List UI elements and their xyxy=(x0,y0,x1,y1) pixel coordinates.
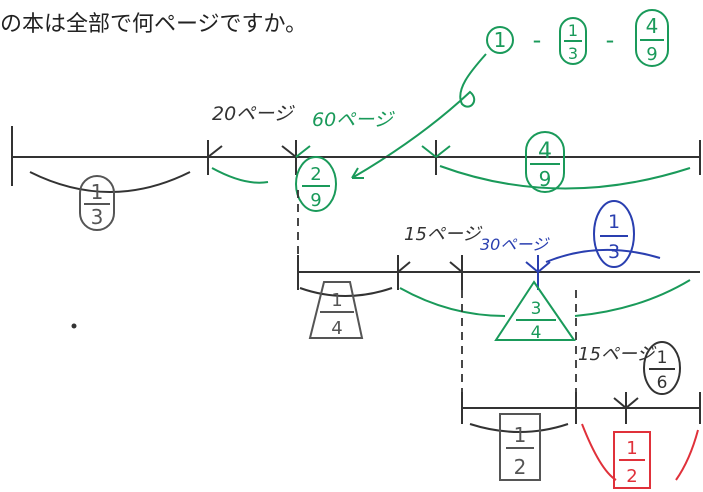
svg-text:1: 1 xyxy=(657,348,668,368)
svg-text:2: 2 xyxy=(514,455,527,479)
svg-text:1: 1 xyxy=(514,423,527,447)
label-20-pages: 20ページ xyxy=(212,103,295,125)
arrow-formula-to-fraction xyxy=(351,53,487,179)
svg-text:6: 6 xyxy=(657,373,668,393)
formula-minus-1: - xyxy=(533,26,542,54)
svg-text:3: 3 xyxy=(91,205,104,229)
label-15-pages-a: 15ページ xyxy=(404,224,483,245)
label-30-pages: 30ページ xyxy=(480,235,550,254)
formula-f2-den: 9 xyxy=(646,44,657,65)
label-60-pages: 60ページ xyxy=(312,109,395,131)
formula-one: 1 xyxy=(494,28,507,52)
fraction-row3-b: 1 2 xyxy=(613,431,651,489)
fraction-row1-c: 4 9 xyxy=(525,131,565,193)
fraction-row2-b: 3 4 xyxy=(494,280,576,343)
svg-text:4: 4 xyxy=(331,318,342,339)
formula: 1 - 1 3 - 4 9 xyxy=(486,9,669,67)
svg-text:2: 2 xyxy=(626,466,637,487)
svg-text:2: 2 xyxy=(310,164,321,185)
tape-row-1 xyxy=(11,126,701,186)
formula-minus-2: - xyxy=(606,26,615,54)
formula-f1-num: 1 xyxy=(568,21,578,40)
fraction-row2-c: 1 3 xyxy=(593,200,635,268)
fraction-row3-a: 1 2 xyxy=(499,413,541,481)
svg-text:3: 3 xyxy=(608,241,620,263)
tape-row-2 xyxy=(297,255,700,290)
svg-text:4: 4 xyxy=(538,139,552,164)
fraction-row1-b: 2 9 xyxy=(295,156,337,212)
svg-text:4: 4 xyxy=(531,323,542,343)
formula-f2-num: 4 xyxy=(646,14,659,38)
fraction-row1-a: 1 3 xyxy=(79,175,115,231)
svg-text:1: 1 xyxy=(626,438,637,459)
svg-text:9: 9 xyxy=(310,190,321,211)
formula-f1-den: 3 xyxy=(568,44,578,63)
svg-text:1: 1 xyxy=(91,180,104,204)
fraction-row2-a: 1 4 xyxy=(308,281,364,339)
fraction-row3-c: 1 6 xyxy=(643,341,681,395)
question-text: の本は全部で何ページですか。 xyxy=(0,12,308,37)
svg-text:9: 9 xyxy=(539,167,552,191)
label-15-pages-b: 15ページ xyxy=(578,344,657,365)
tape-row-3 xyxy=(461,392,701,424)
svg-text:1: 1 xyxy=(608,211,620,233)
svg-text:1: 1 xyxy=(331,290,342,311)
svg-text:3: 3 xyxy=(531,299,542,319)
